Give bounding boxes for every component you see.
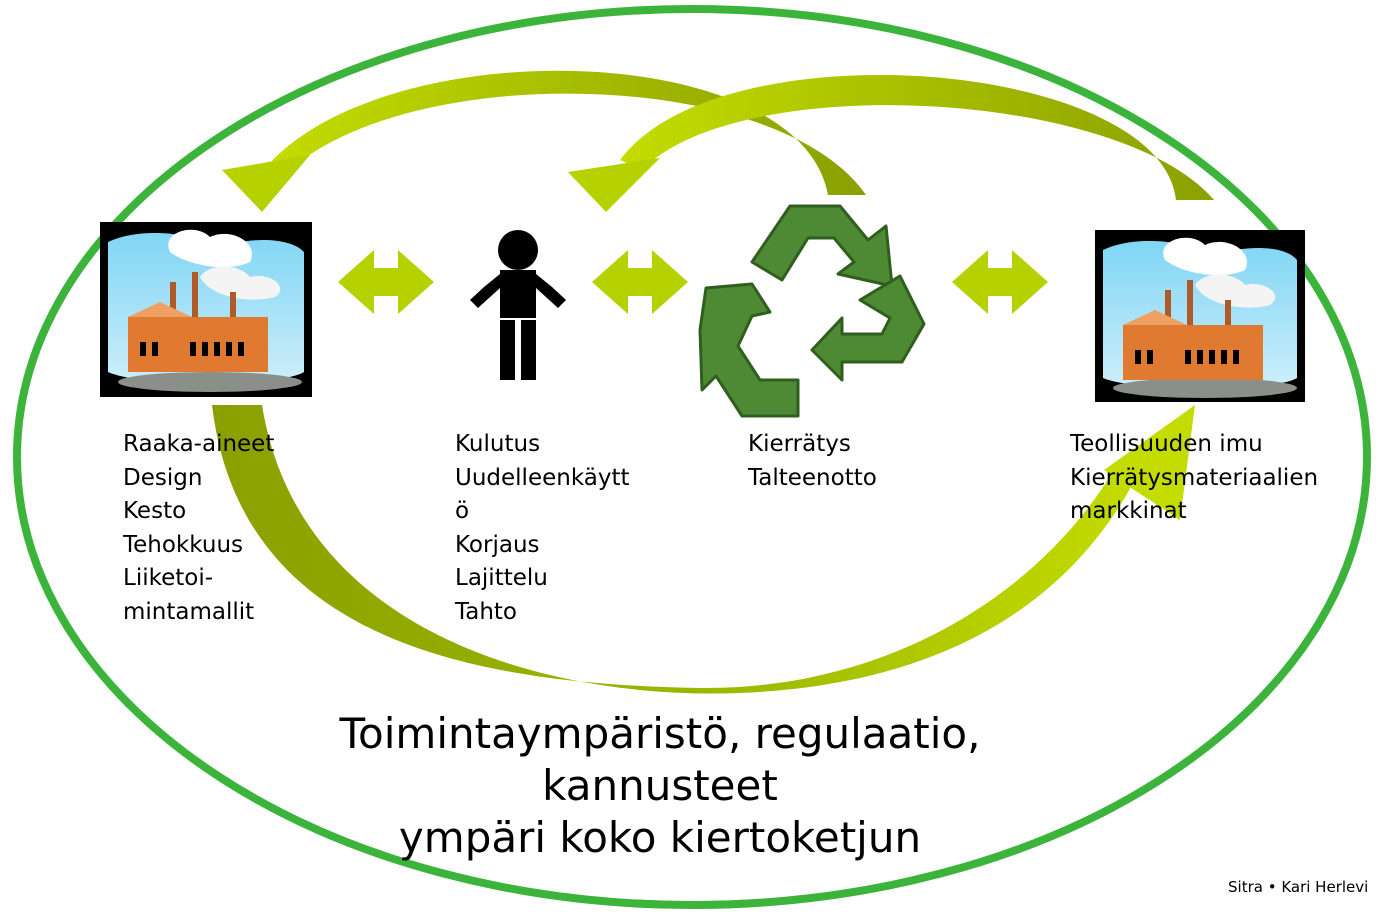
label-line: mintamallit	[123, 598, 255, 625]
label-line: Kesto	[123, 498, 187, 524]
label-line: Uudelleenkäytt	[455, 464, 630, 491]
label-line: Korjaus	[455, 531, 540, 558]
label-line: Tahto	[455, 598, 518, 625]
label-line: Lajittelu	[455, 565, 548, 591]
footer-credit: Sitra • Kari Herlevi	[1228, 878, 1369, 896]
caption-line: Toimintaympäristö, regulaatio,	[339, 709, 981, 758]
label-line: Kulutus	[455, 431, 541, 457]
environment-caption: Toimintaympäristö, regulaatio, kannustee…	[300, 708, 1020, 864]
top-return-arrow-middle	[568, 74, 1214, 212]
industry-label: Teollisuuden imu Kierrätysmateriaalien m…	[1070, 428, 1318, 529]
label-line: Kierrätys	[748, 431, 851, 457]
factory-icon	[100, 222, 312, 397]
consumption-label: Kulutus Uudelleenkäytt ö Korjaus Lajitte…	[455, 428, 629, 629]
label-line: Teollisuuden imu	[1070, 431, 1263, 457]
label-line: Tehokkuus	[123, 531, 244, 558]
double-arrow-3	[952, 250, 1048, 314]
label-line: Raaka-aineet	[123, 431, 275, 457]
label-line: Liiketoi-	[123, 565, 214, 591]
outer-cycle-ellipse	[13, 5, 1371, 909]
double-arrow-1	[338, 250, 434, 314]
bottom-forward-arrow	[212, 405, 1195, 694]
double-arrow-2	[592, 250, 688, 314]
label-line: markkinat	[1070, 498, 1187, 524]
label-line: Talteenotto	[748, 464, 877, 491]
factory-icon	[1095, 230, 1305, 402]
recycling-label: Kierrätys Talteenotto	[748, 428, 877, 495]
label-line: ö	[455, 498, 470, 524]
label-line: Design	[123, 464, 203, 491]
caption-line: kannusteet	[542, 761, 778, 810]
person-icon	[470, 230, 566, 380]
caption-line: ympäri koko kiertoketjun	[398, 813, 922, 862]
label-line: Kierrätysmateriaalien	[1070, 464, 1319, 491]
recycle-icon	[698, 204, 926, 418]
raw-materials-label: Raaka-aineet Design Kesto Tehokkuus Liik…	[123, 428, 274, 629]
